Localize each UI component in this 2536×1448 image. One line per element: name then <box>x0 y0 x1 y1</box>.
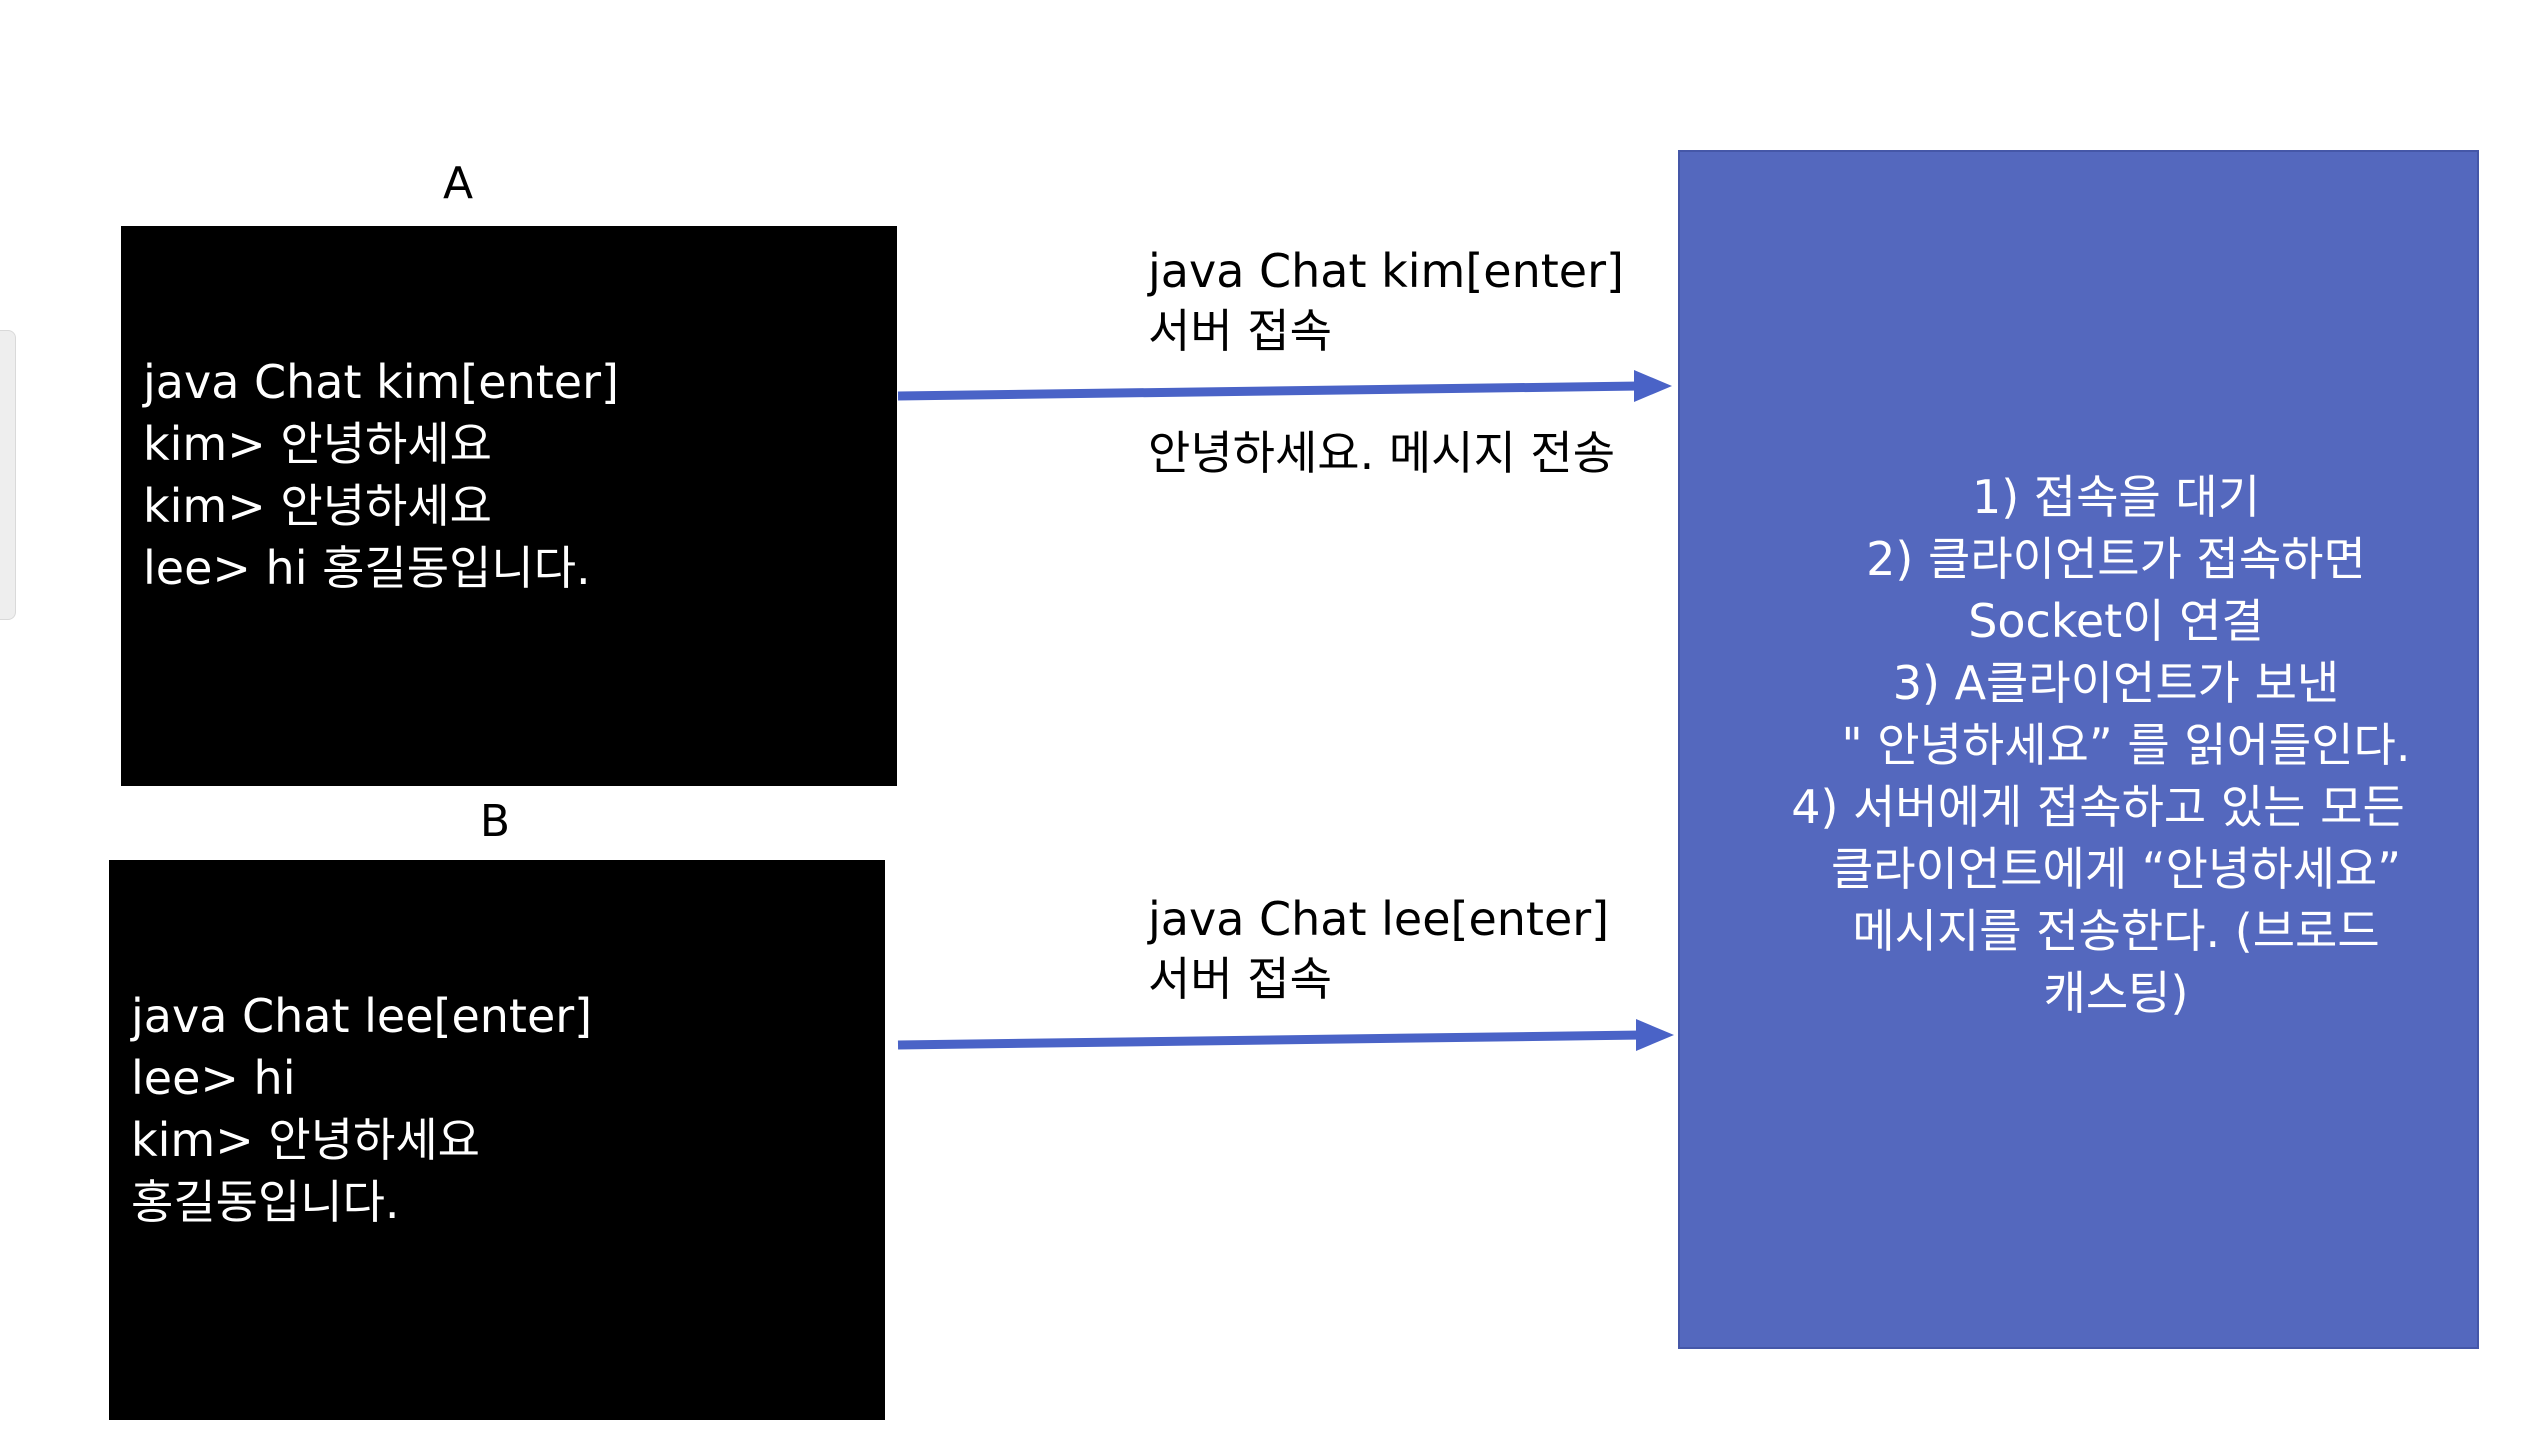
client-a-terminal: java Chat kim[enter] kim> 안녕하세요 kim> 안녕하… <box>121 226 897 786</box>
server-step-3: 3) A클라이언트가 보낸 <box>1892 656 2340 710</box>
arrow-b-caption-2: 서버 접속 <box>1148 952 1332 1006</box>
arrow-a-caption-2: 서버 접속 <box>1148 304 1332 358</box>
client-a-line-2: kim> 안녕하세요 <box>143 417 492 471</box>
client-b-line-1: java Chat lee[enter] <box>131 989 593 1043</box>
client-a-line-3: kim> 안녕하세요 <box>143 479 492 533</box>
server-step-4-cont-1: 클라이언트에게 “안녕하세요” <box>1830 842 2402 896</box>
client-b-line-4: 홍길동입니다. <box>131 1175 400 1229</box>
server-step-4-cont-3: 캐스팅) <box>2043 966 2189 1020</box>
side-panel-handle[interactable] <box>0 330 16 620</box>
client-b-terminal: java Chat lee[enter] lee> hi kim> 안녕하세요 … <box>109 860 885 1420</box>
arrow-b-to-server <box>897 1030 1643 1050</box>
client-b-line-3: kim> 안녕하세요 <box>131 1113 480 1167</box>
client-a-line-1: java Chat kim[enter] <box>143 355 619 409</box>
server-step-4: 4) 서버에게 접속하고 있는 모든 <box>1791 780 2405 834</box>
client-a-line-4: lee> hi 홍길동입니다. <box>143 541 591 595</box>
server-step-2: 2) 클라이언트가 접속하면 <box>1866 532 2366 586</box>
arrow-b-head <box>1636 1019 1674 1051</box>
arrow-a-caption-1: java Chat kim[enter] <box>1148 244 1624 298</box>
server-step-2-cont: Socket이 연결 <box>1968 594 2264 648</box>
server-step-3-cont: " 안녕하세요” 를 읽어들인다. <box>1841 718 2411 772</box>
arrow-a-head <box>1634 370 1672 402</box>
panel-a-label: A <box>442 158 474 209</box>
panel-b-label: B <box>479 796 511 847</box>
arrow-a-to-server <box>897 381 1641 401</box>
client-b-line-2: lee> hi <box>131 1051 296 1105</box>
server-step-1: 1) 접속을 대기 <box>1971 470 2261 524</box>
arrow-b-caption-1: java Chat lee[enter] <box>1148 892 1610 946</box>
arrow-a-caption-3: 안녕하세요. 메시지 전송 <box>1148 426 1616 480</box>
server-step-4-cont-2: 메시지를 전송한다. (브로드 <box>1852 904 2380 958</box>
server-box: 1) 접속을 대기 2) 클라이언트가 접속하면 Socket이 연결 3) A… <box>1678 150 2479 1349</box>
